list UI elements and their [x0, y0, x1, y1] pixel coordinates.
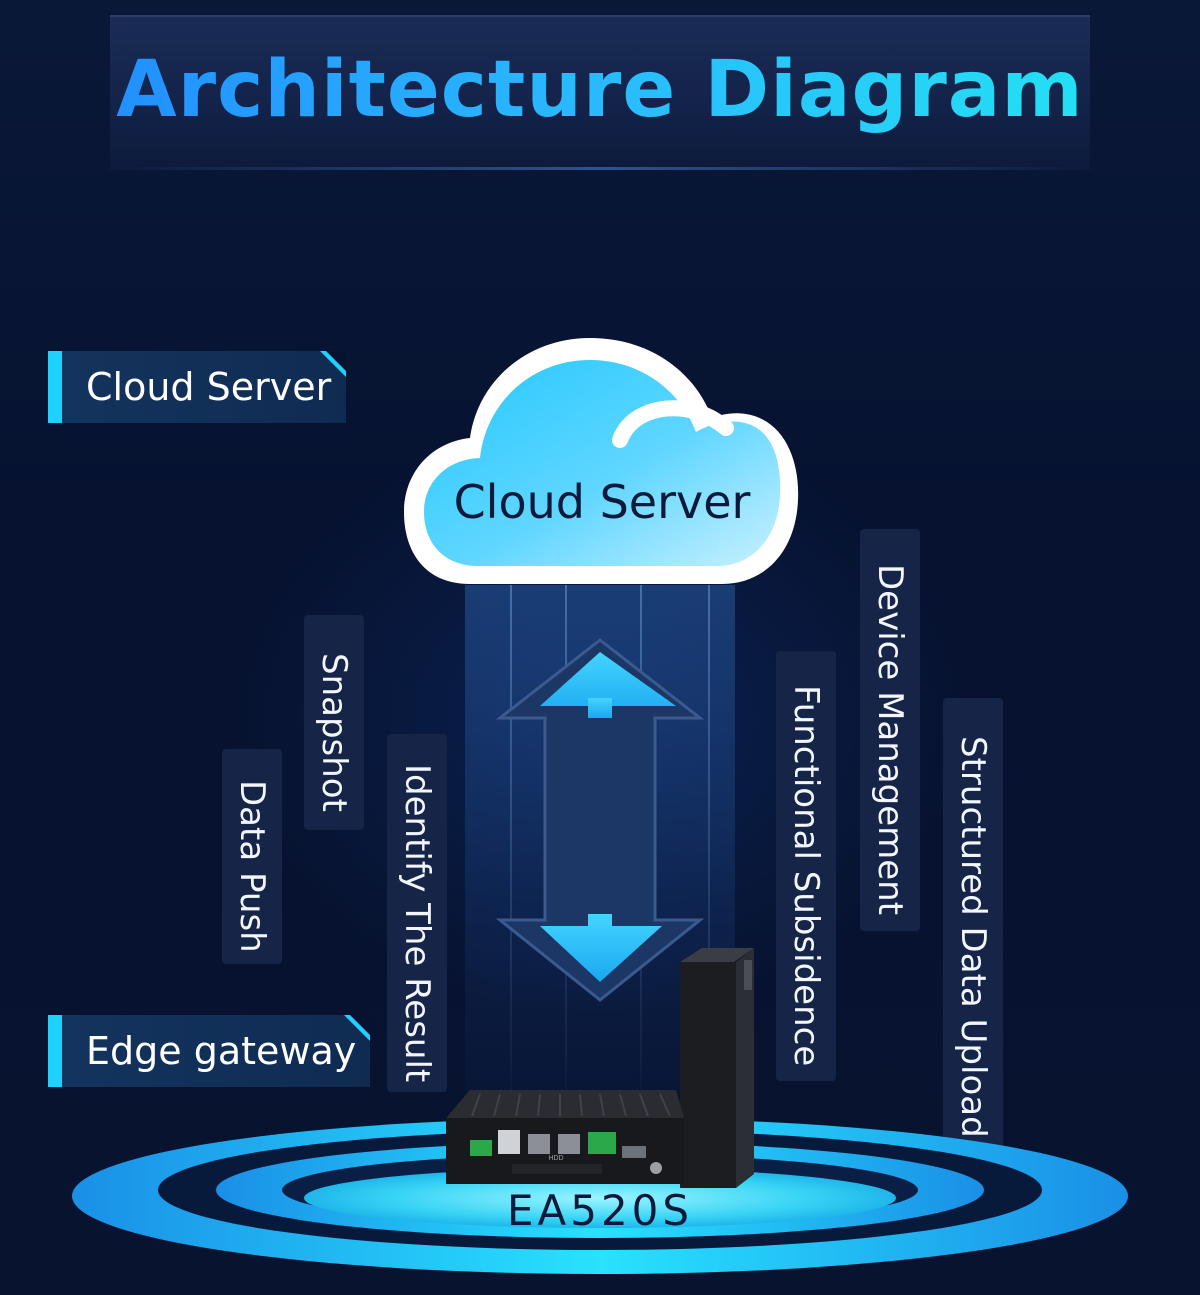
lan-port	[528, 1134, 550, 1154]
tower-port	[744, 960, 752, 990]
antenna-connector	[650, 1162, 662, 1174]
arrow-shaft	[495, 638, 705, 1002]
tower-device-icon	[680, 948, 754, 1188]
device-heatsink-fins	[471, 1093, 671, 1117]
arrow-up-stem	[588, 698, 612, 718]
usb-port	[498, 1130, 520, 1154]
tower-side	[736, 948, 754, 1188]
title-band	[110, 15, 1090, 170]
hdmi-port	[622, 1146, 646, 1158]
arrow-up-head	[540, 652, 676, 718]
label-structured-data-upload: Structured Data Upload	[943, 698, 1003, 1156]
beam-line	[510, 585, 512, 1130]
wan-port	[558, 1134, 580, 1154]
cloud-icon	[404, 338, 799, 584]
tag-cloud-server: Cloud Server	[48, 351, 346, 423]
tag-edge-gateway: Edge gateway	[48, 1015, 370, 1087]
label-data-push: Data Push	[222, 749, 282, 964]
platform-rings	[72, 1118, 1128, 1274]
tower-front	[680, 962, 736, 1188]
bidirectional-arrow-icon	[495, 638, 705, 1002]
label-functional-subsidence: Functional Subsidence	[776, 651, 836, 1081]
cloud-body	[424, 360, 781, 566]
page-title: Architecture Diagram	[0, 44, 1200, 136]
terminal-block	[470, 1140, 492, 1156]
device-front-text: HDD	[548, 1155, 563, 1162]
io-terminal	[588, 1132, 616, 1154]
cloud-curl	[612, 400, 734, 448]
device-top	[446, 1090, 684, 1118]
tag-corner-mask	[326, 351, 346, 371]
label-snapshot: Snapshot	[304, 615, 364, 830]
tag-edge-gateway-label: Edge gateway	[86, 1029, 357, 1073]
edge-gateway-device-icon: HDD	[446, 1090, 684, 1184]
cloud-label: Cloud Server	[453, 475, 751, 529]
label-device-management: Device Management	[860, 529, 920, 931]
tag-corner-mask	[350, 1015, 370, 1035]
device-model-label: EA520S	[506, 1186, 694, 1235]
beam-line	[708, 585, 710, 1130]
tower-top	[680, 948, 754, 962]
label-identify-result: Identify The Result	[387, 734, 447, 1092]
vent-slot	[512, 1164, 602, 1174]
arrow-down-head	[540, 914, 662, 982]
tag-cloud-server-label: Cloud Server	[86, 365, 332, 409]
